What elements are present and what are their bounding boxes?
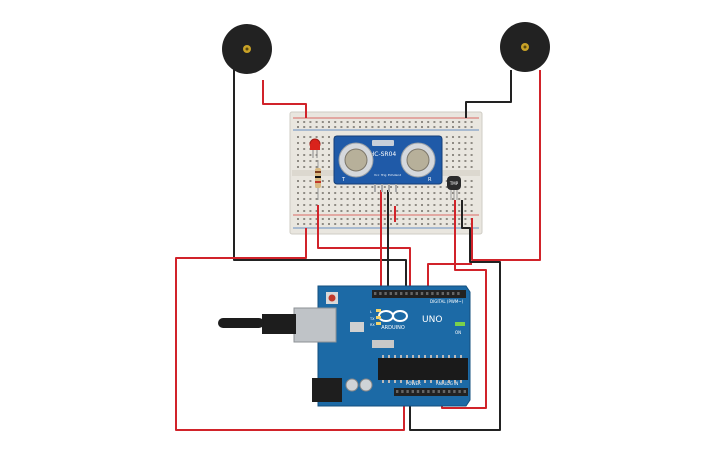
chip-pins — [382, 355, 462, 383]
microcontroller-chip — [378, 358, 468, 380]
arduino-brand: ARDUINO — [381, 325, 405, 331]
power-header-label: POWER — [406, 381, 421, 386]
wire-right-buzzer-gnd — [465, 70, 512, 118]
temperature-sensor: TMP — [447, 176, 461, 200]
power-analog-header — [394, 388, 468, 396]
l-label: L — [370, 310, 372, 314]
buzzer-left — [222, 24, 272, 74]
on-label: ON — [455, 330, 461, 335]
arduino-board: ARDUINO UNO DIGITAL (PWM~) POWER ANALOG … — [218, 285, 471, 407]
sensor-pin-label: Vcc — [374, 173, 380, 177]
sensor-label: HC-SR04 — [370, 151, 397, 158]
power-jack — [312, 378, 342, 402]
tmp-label: TMP — [449, 181, 459, 186]
on-led — [455, 322, 465, 326]
resistor — [315, 160, 321, 200]
sensor-pin-label: Trig — [380, 173, 386, 177]
wire-arduino-digital-red — [427, 263, 472, 290]
wire-led-pin — [317, 205, 411, 290]
buzzer-right — [500, 22, 550, 72]
sensor-mark-t: T — [341, 177, 346, 183]
wire-left-buzzer-gnd — [233, 68, 407, 290]
tx-label: TX — [369, 317, 375, 321]
wires — [175, 68, 541, 431]
wire-right-buzzer-signal — [471, 70, 541, 261]
analog-header-label: ANALOG IN — [436, 381, 458, 386]
rx-label: RX — [370, 323, 375, 327]
digital-header-label: DIGITAL (PWM~) — [430, 299, 464, 304]
sensor-pin-label: Gnd — [395, 173, 401, 177]
digital-header — [372, 290, 466, 298]
led — [309, 138, 321, 158]
sensor-mark-r: R — [428, 177, 432, 183]
wire-left-buzzer-signal — [262, 80, 307, 118]
sensor-pin-label: Echo — [388, 173, 395, 177]
usb-connector — [293, 307, 337, 343]
wire-tmp-gnd — [409, 200, 501, 431]
wire-5v-rail — [175, 228, 405, 431]
arduino-model: UNO — [422, 315, 442, 325]
header-pins — [374, 292, 466, 393]
